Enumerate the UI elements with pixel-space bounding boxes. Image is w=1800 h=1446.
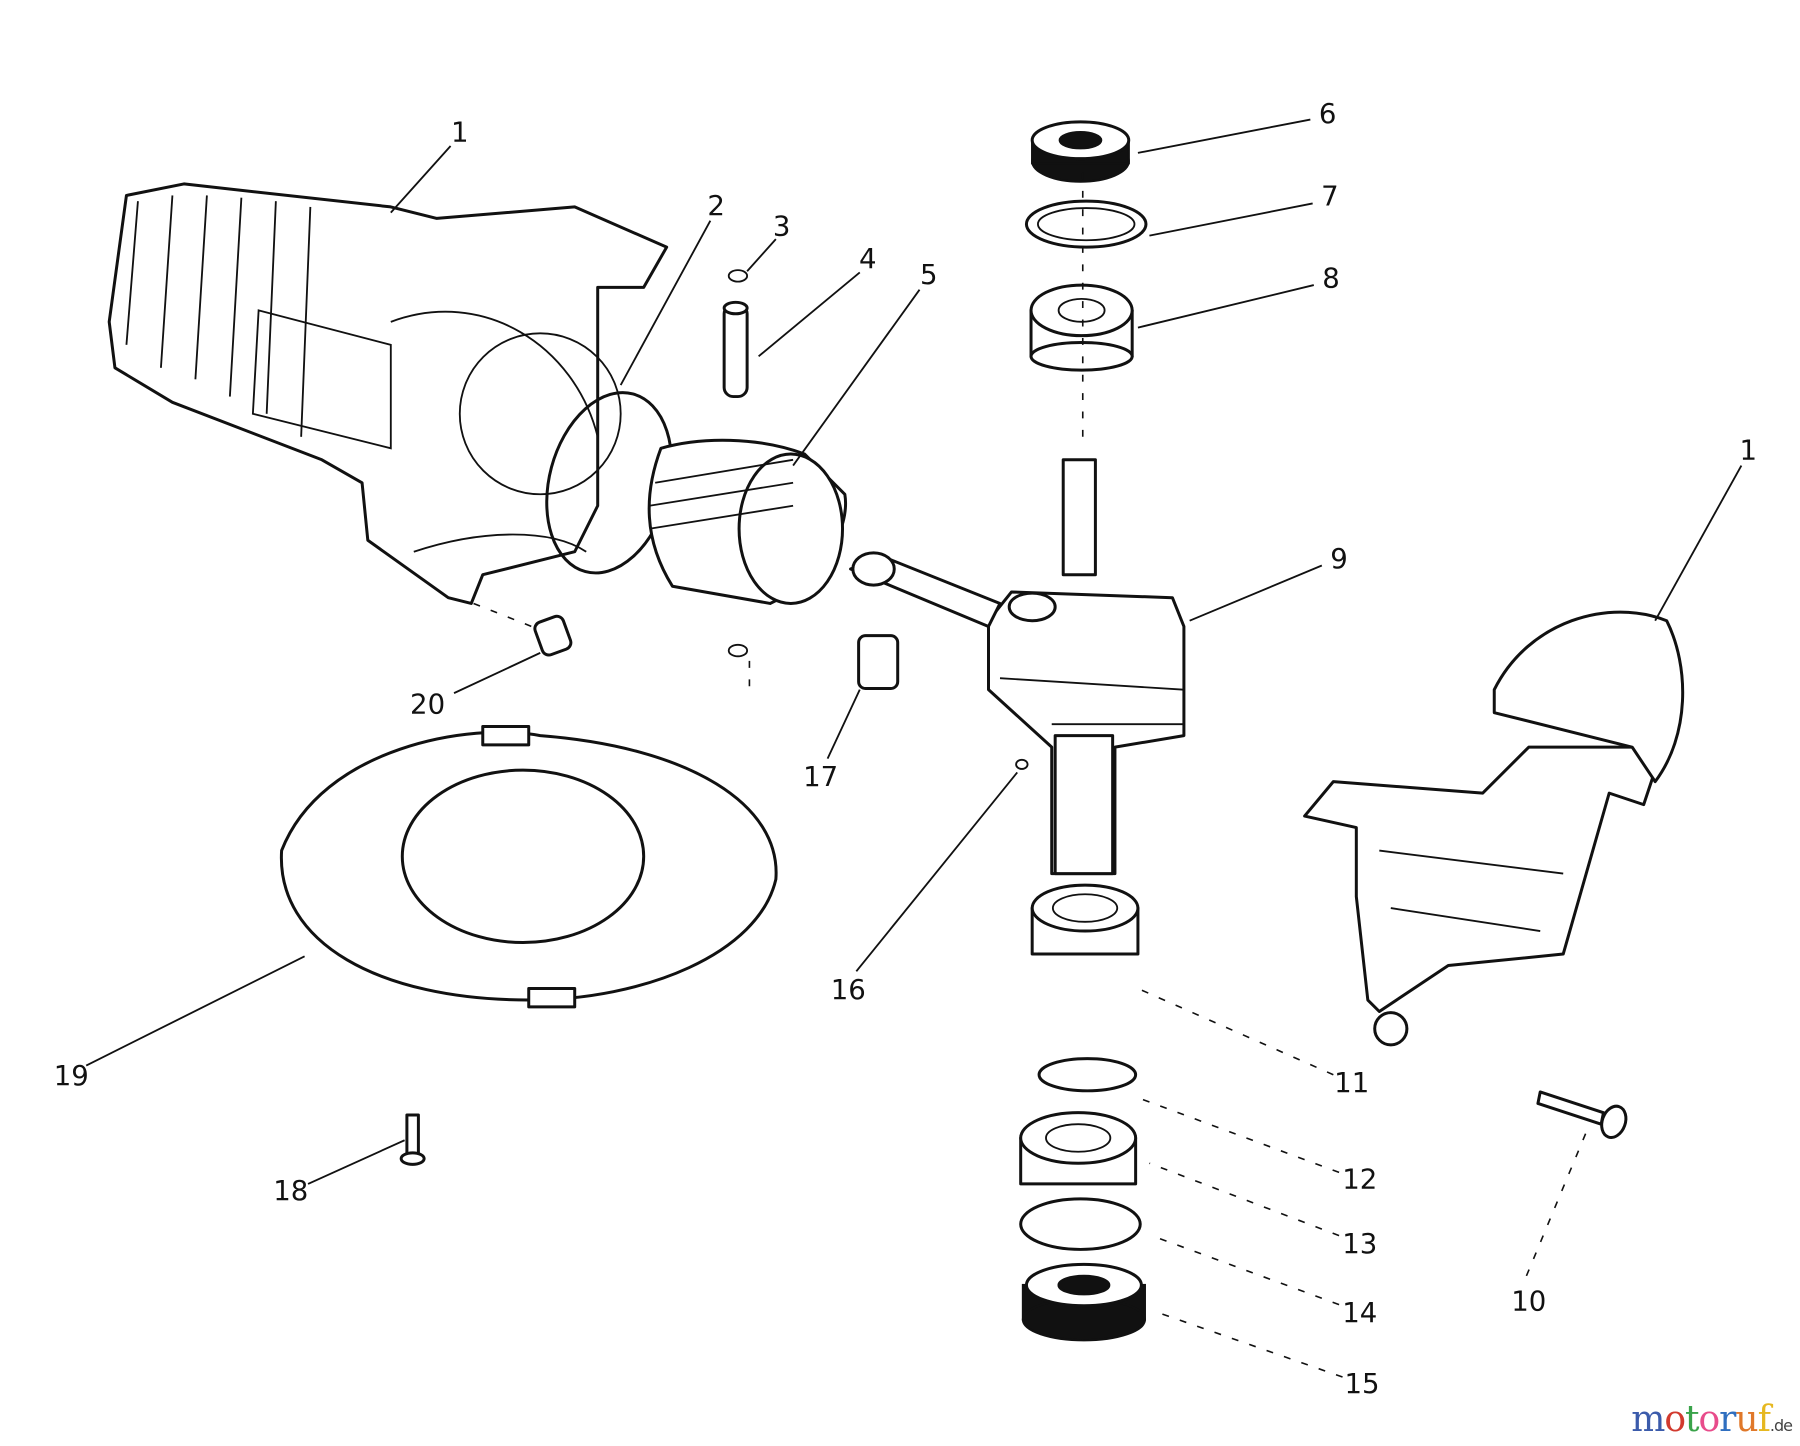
callout-12: 12	[1342, 1162, 1377, 1195]
key-part	[1015, 758, 1029, 770]
washer-top-part	[1024, 199, 1148, 249]
seal-top-part	[1030, 120, 1131, 183]
callout-18: 18	[273, 1174, 308, 1207]
callout-5: 5	[920, 258, 938, 291]
leader-lines	[85, 118, 1743, 1378]
callout-16: 16	[831, 973, 866, 1006]
needle-bearing-part	[857, 634, 900, 691]
piston-part	[647, 438, 848, 605]
callout-14: 14	[1342, 1296, 1377, 1329]
cylinder-crankcase-part	[107, 182, 669, 605]
lower-parts-stack	[1019, 883, 1146, 1342]
watermark-letter: m	[1631, 1399, 1665, 1440]
watermark-letter: t	[1685, 1399, 1700, 1440]
clip-part-lower	[727, 643, 749, 658]
callout-10: 10	[1511, 1284, 1546, 1317]
watermark-letter: u	[1735, 1399, 1758, 1440]
callout-11: 11	[1334, 1066, 1369, 1099]
callout-1-cylinder: 1	[451, 115, 469, 148]
callout-13: 13	[1342, 1227, 1377, 1260]
callout-20: 20	[410, 688, 445, 721]
bushing-part	[533, 614, 573, 657]
watermark-letter: f	[1757, 1399, 1771, 1440]
callout-1-crankcase: 1	[1740, 434, 1758, 467]
piston-pin-part	[722, 300, 749, 399]
watermark-text: motoruf	[1631, 1399, 1771, 1440]
callout-15: 15	[1345, 1367, 1380, 1400]
bolt-part	[1536, 1090, 1628, 1139]
callout-8: 8	[1322, 261, 1340, 294]
callout-9: 9	[1330, 542, 1348, 575]
screw-part	[399, 1113, 426, 1166]
watermark-suffix: .de	[1769, 1416, 1793, 1435]
callout-7: 7	[1321, 180, 1339, 213]
clip-part	[727, 269, 749, 283]
callout-17: 17	[803, 760, 838, 793]
crankshaft-part	[849, 458, 1186, 876]
watermark-letter: o	[1664, 1399, 1686, 1440]
crankcase-half-part	[1303, 610, 1685, 1047]
callout-2: 2	[707, 189, 725, 222]
watermark-letter: o	[1698, 1399, 1720, 1440]
callout-3: 3	[773, 210, 791, 243]
callout-4: 4	[859, 242, 877, 275]
watermark-logo: motoruf.de	[1631, 1399, 1793, 1440]
callout-6: 6	[1319, 97, 1337, 130]
cover-plate-part	[280, 724, 778, 1009]
bearing-top-part	[1029, 283, 1134, 372]
callout-19: 19	[54, 1059, 89, 1092]
watermark-letter: r	[1719, 1399, 1736, 1440]
